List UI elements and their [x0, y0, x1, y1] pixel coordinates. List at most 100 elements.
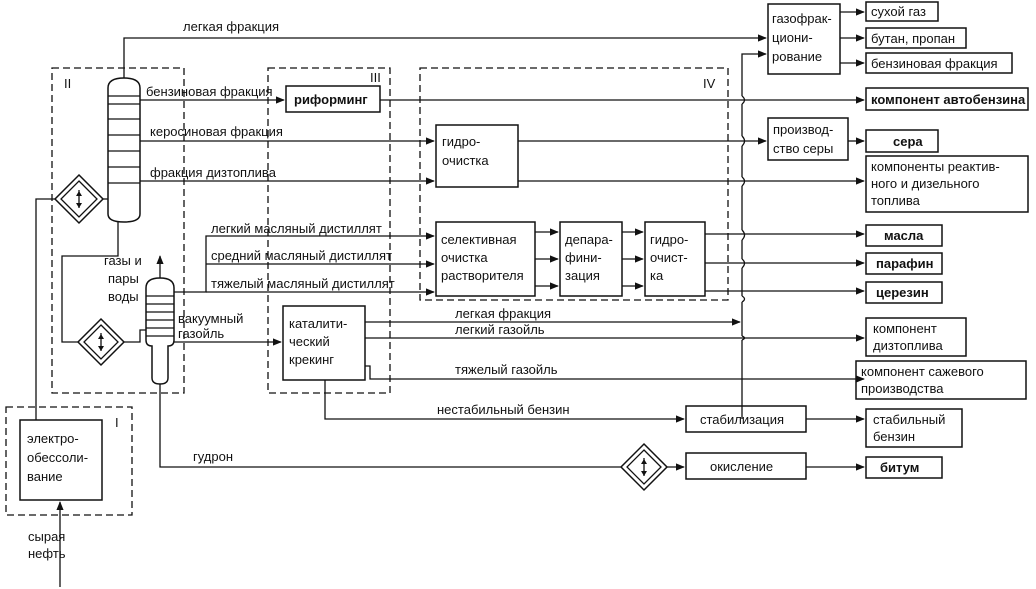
product-soot-comp-2: производства	[861, 381, 944, 396]
product-paraffin: парафин	[876, 256, 933, 271]
product-gasoline-frac: бензиновая фракция	[871, 56, 998, 71]
product-soot-comp-box	[855, 360, 1027, 400]
furnace-2	[76, 317, 126, 367]
product-jet-diesel-2: ного и дизельного	[871, 176, 980, 191]
product-paraffin-box	[865, 252, 943, 275]
flow-heavy-gasoil: тяжелый газойль	[455, 362, 558, 377]
cracking-label-3: крекинг	[289, 352, 334, 367]
flow-vacuum-gasoil-1: вакуумный	[178, 311, 243, 326]
desalting-label-3: вание	[27, 469, 63, 484]
desalting-label-1: электро-	[27, 431, 79, 446]
flow-gasoline-fraction: бензиновая фракция	[146, 84, 273, 99]
stabilization-box	[685, 405, 807, 433]
section-III-label: III	[370, 70, 381, 85]
product-jet-diesel-1: компоненты реактив-	[871, 159, 1000, 174]
hydrotreating-label-2: очистка	[442, 153, 489, 168]
product-gasoline-frac-box	[865, 52, 1013, 74]
oxidation-box	[685, 452, 807, 480]
selective-label-3: растворителя	[441, 268, 524, 283]
hydrotreat2-label-3: ка	[650, 268, 664, 283]
product-butane: бутан, пропан	[871, 31, 955, 46]
flow-light-oil: легкий масляный дистиллят	[211, 221, 382, 236]
product-bitumen-box	[865, 456, 943, 479]
furnace-1	[53, 173, 105, 225]
flow-vacuum-gasoil-2: газойль	[178, 326, 224, 341]
selective-box	[435, 221, 536, 297]
flow-tar: гудрон	[193, 449, 233, 464]
product-auto-gas-box	[865, 87, 1029, 111]
product-stable-gas-1: стабильный	[873, 412, 945, 427]
hydrotreat2-label-1: гидро-	[650, 232, 688, 247]
product-jet-diesel-box	[865, 155, 1029, 213]
product-stable-gas-2: бензин	[873, 429, 915, 444]
product-sulfur-box	[865, 129, 939, 153]
product-diesel-comp-box	[865, 317, 967, 357]
section-II-label: II	[64, 76, 71, 91]
product-ceresin: церезин	[876, 285, 929, 300]
product-oils: масла	[884, 228, 924, 243]
section-III-boundary	[267, 67, 391, 394]
sulfur-production-box	[767, 117, 849, 161]
product-stable-gas-box	[865, 408, 963, 448]
atmospheric-column	[107, 77, 141, 223]
flow-kerosene-fraction: керосиновая фракция	[150, 124, 283, 139]
product-soot-comp-1: компонент сажевого	[861, 364, 984, 379]
flow-heavy-oil: тяжелый масляный дистиллят	[211, 276, 395, 291]
sulfur-production-label-2: ство серы	[773, 141, 833, 156]
product-diesel-comp-2: дизтоплива	[873, 338, 943, 353]
flow-crude-2: нефть	[28, 546, 66, 561]
flow-medium-oil: средний масляный дистиллят	[211, 248, 392, 263]
section-II-boundary	[51, 67, 185, 394]
product-diesel-comp-1: компонент	[873, 321, 937, 336]
product-dry-gas-box	[865, 1, 939, 22]
cracking-label-2: ческий	[289, 334, 330, 349]
product-oils-box	[865, 224, 943, 247]
furnace-3	[619, 442, 669, 492]
vacuum-column	[145, 277, 175, 385]
flow-diesel-fraction: фракция дизтоплива	[150, 165, 277, 180]
product-dry-gas: сухой газ	[871, 4, 926, 19]
flow-unstable-gasoline: нестабильный бензин	[437, 402, 570, 417]
section-IV-boundary	[419, 67, 729, 301]
selective-label-2: очистка	[441, 250, 488, 265]
desalting-box	[19, 419, 103, 501]
cracking-box	[282, 305, 366, 381]
cracking-label-1: каталити-	[289, 316, 347, 331]
section-IV-label: IV	[703, 76, 716, 91]
flow-crude-1: сырая	[28, 529, 65, 544]
section-I-boundary	[5, 406, 133, 516]
product-ceresin-box	[865, 281, 943, 304]
product-jet-diesel-3: топлива	[871, 193, 921, 208]
gasfrac-label-3: рование	[772, 49, 822, 64]
gasfrac-box	[767, 3, 841, 75]
deparaffin-label-3: зация	[565, 268, 600, 283]
flow-gases-3: воды	[108, 289, 139, 304]
deparaffin-label-1: депара-	[565, 232, 613, 247]
reforming-label: риформинг	[294, 92, 368, 107]
hydrotreat2-box	[644, 221, 706, 297]
deparaffin-label-2: фини-	[565, 250, 602, 265]
desalting-label-2: обессоли-	[27, 450, 88, 465]
section-I-label: I	[115, 415, 119, 430]
reforming-box	[285, 85, 381, 113]
gasfrac-label-2: циони-	[772, 30, 813, 45]
flow-cat-light-fraction: легкая фракция	[455, 306, 551, 321]
oxidation-label: окисление	[710, 459, 773, 474]
stabilization-label: стабилизация	[700, 412, 784, 427]
flow-light-fraction: легкая фракция	[183, 19, 279, 34]
flow-light-gasoil: легкий газойль	[455, 322, 545, 337]
flow-lines	[35, 8, 865, 587]
hydrotreat2-label-2: очист-	[650, 250, 688, 265]
hydrotreating-box	[435, 124, 519, 188]
product-sulfur: сера	[893, 134, 923, 149]
hydrotreating-label-1: гидро-	[442, 134, 480, 149]
sulfur-production-label-1: производ-	[773, 122, 833, 137]
selective-label-1: селективная	[441, 232, 517, 247]
flow-gases-1: газы и	[104, 253, 142, 268]
gasfrac-label-1: газофрак-	[772, 11, 832, 26]
flow-gases-2: пары	[108, 271, 139, 286]
product-bitumen: битум	[880, 460, 919, 475]
product-auto-gas: компонент автобензина	[871, 92, 1026, 107]
product-butane-box	[865, 27, 967, 49]
